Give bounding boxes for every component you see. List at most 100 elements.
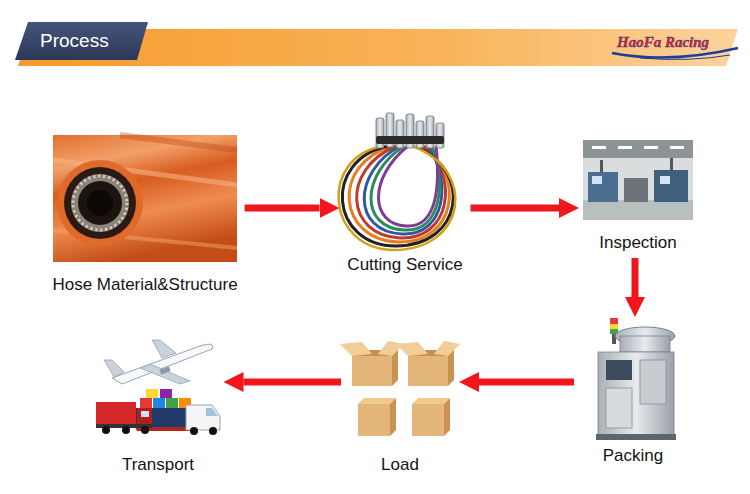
cable-illustration-part-part [376, 136, 444, 144]
cable-illustration-part [357, 146, 446, 238]
hose-illustration [53, 135, 237, 262]
factory-illustration-part-part [644, 146, 658, 149]
transport-illustration [96, 340, 220, 435]
cable-illustration-part [379, 146, 438, 226]
flow-arrow [632, 258, 639, 297]
hose-illustration-part [53, 135, 237, 262]
step-caption: Cutting Service [347, 255, 462, 275]
factory-illustration-part-part [670, 146, 684, 149]
hose-illustration-part [73, 176, 127, 230]
boxes-illustration-part [340, 342, 372, 356]
boxes-illustration-part [412, 398, 450, 404]
transport-illustration-part [102, 426, 110, 434]
packing-machine-illustration-part [640, 360, 666, 404]
boxes-illustration-part [434, 341, 460, 356]
cable-illustration-part [364, 146, 442, 234]
transport-illustration-part [190, 427, 198, 435]
cable-illustration-part [339, 146, 456, 250]
transport-illustration-part [141, 426, 149, 434]
factory-illustration-part [592, 176, 602, 184]
transport-illustration-part [137, 408, 152, 424]
boxes-illustration-part [396, 342, 428, 356]
transport-illustration-part [160, 366, 171, 374]
boxes-illustration-part [408, 356, 448, 386]
transport-illustration-part [146, 389, 158, 398]
cable-illustration-part [376, 113, 444, 148]
boxes-illustration-part [378, 341, 404, 356]
transport-illustration-part [166, 398, 178, 408]
section-title: Process [40, 30, 109, 52]
packing-machine-illustration-part [610, 318, 618, 324]
header-band [15, 22, 738, 66]
hose-illustration-part [71, 174, 129, 232]
boxes-illustration-part [412, 404, 444, 436]
factory-illustration-part [670, 158, 673, 170]
logo-text: HaoFa Racing [617, 33, 709, 51]
cable-illustration-part [371, 146, 439, 230]
transport-illustration-part [209, 427, 217, 435]
boxes-illustration-part [448, 350, 454, 386]
boxes-illustration-part [358, 404, 390, 436]
hose-illustration-part [64, 167, 136, 239]
boxes-illustration-part [390, 398, 396, 436]
flow-arrow [479, 379, 574, 386]
boxes-illustration-part [352, 356, 392, 386]
factory-illustration-part [588, 172, 618, 202]
process-step: Load [344, 342, 456, 477]
transport-illustration-part [140, 364, 190, 384]
hose-illustration-part [120, 135, 237, 150]
transport-illustration-part [153, 398, 165, 408]
transport-illustration-part [96, 402, 136, 424]
factory-illustration-part-part [618, 146, 632, 149]
hose-illustration-part [57, 160, 143, 246]
factory-illustration-part [583, 140, 693, 158]
process-step: Cutting Service [343, 110, 468, 277]
cable-illustration [339, 113, 456, 250]
factory-illustration-part [583, 140, 693, 220]
step-caption: Transport [122, 455, 194, 475]
factory-illustration-part [592, 146, 684, 149]
process-step: Hose Material&Structure [48, 135, 241, 297]
cable-illustration-part [349, 146, 449, 242]
factory-illustration-part [583, 200, 693, 220]
cable-illustration-part [376, 136, 444, 144]
boxes-illustration [340, 341, 460, 436]
transport-illustration-part [206, 408, 218, 416]
transport-illustration-part [152, 340, 176, 358]
boxes-illustration-part [358, 398, 396, 404]
process-step: Inspection [582, 140, 694, 255]
hose-illustration-part [78, 181, 122, 225]
step-caption: Hose Material&Structure [52, 275, 237, 295]
flow-arrow [245, 205, 320, 212]
packing-machine-illustration [596, 318, 676, 440]
flow-arrow [471, 205, 560, 212]
hose-illustration-part [87, 190, 113, 216]
factory-illustration-part [654, 170, 688, 202]
step-caption: Inspection [599, 233, 677, 253]
packing-machine-illustration-part [598, 352, 674, 436]
transport-illustration-part [141, 411, 149, 417]
transport-illustration-part [140, 398, 152, 408]
factory-illustration-part [600, 160, 603, 172]
logo-swoosh-part [640, 55, 730, 59]
packing-machine-illustration-part [610, 324, 618, 329]
packing-machine-illustration-part [596, 434, 676, 440]
packing-machine-illustration-part [620, 336, 670, 352]
process-step: Packing [577, 320, 689, 468]
header-band-part [15, 22, 148, 60]
transport-illustration-part [160, 389, 172, 398]
transport-illustration-part [186, 405, 220, 430]
step-caption: Packing [603, 446, 663, 466]
flow-arrow [244, 379, 342, 386]
factory-illustration-part [624, 178, 648, 202]
transport-illustration-part [104, 360, 124, 377]
factory-illustration-part-part [592, 146, 606, 149]
boxes-illustration-part [392, 350, 398, 386]
boxes-illustration-part [444, 398, 450, 436]
packing-machine-illustration-part [606, 360, 632, 380]
factory-illustration-part [660, 176, 670, 184]
transport-illustration-part [122, 426, 130, 434]
step-caption: Load [381, 455, 419, 475]
